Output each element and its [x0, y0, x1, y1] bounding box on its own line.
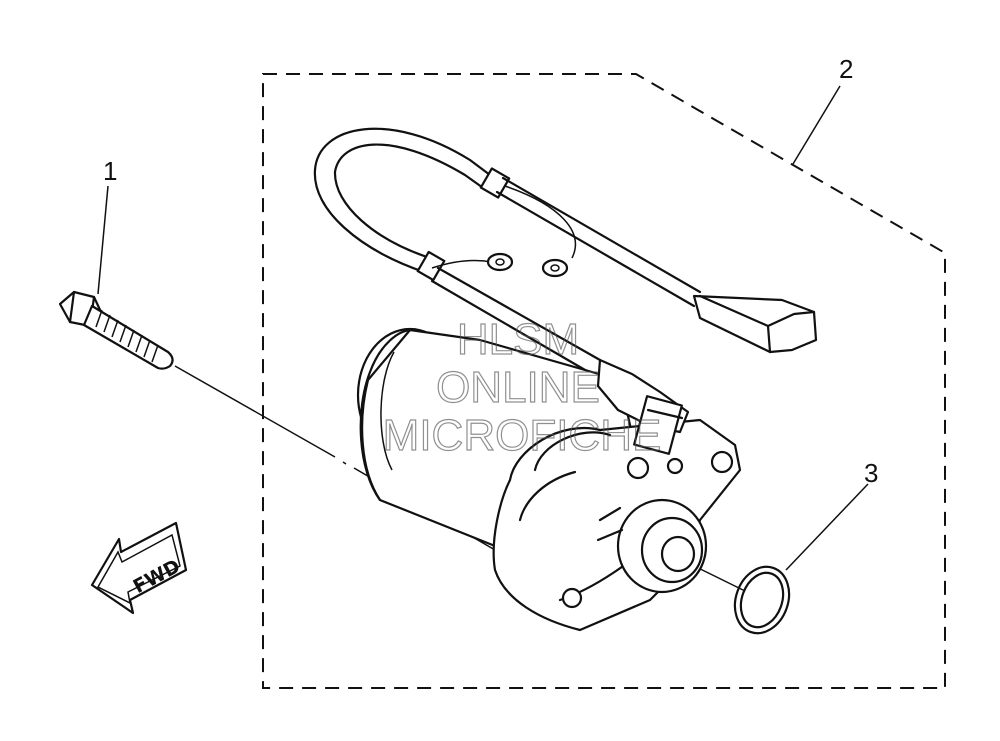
bolt: [58, 290, 174, 370]
assembly-boundary: [262, 73, 946, 689]
o-ring: [733, 565, 791, 635]
callout-3: 3: [864, 458, 878, 488]
wire-harness: [313, 127, 702, 376]
watermark-line-2: ONLINE: [436, 363, 600, 412]
watermark-line-1: HLSM: [457, 315, 579, 364]
wire-connector: [692, 294, 818, 354]
leader-line-1: [97, 185, 109, 295]
leader-line-2: [792, 85, 841, 165]
leader-line-3: [785, 483, 869, 571]
callout-1: 1: [103, 156, 117, 186]
watermark-line-3: MICROFICHE: [383, 411, 662, 460]
starter-motor: [356, 327, 742, 632]
watermark: HLSM ONLINE MICROFICHE: [382, 314, 662, 460]
fwd-arrow: FWD: [90, 521, 188, 615]
callout-2: 2: [839, 54, 853, 84]
